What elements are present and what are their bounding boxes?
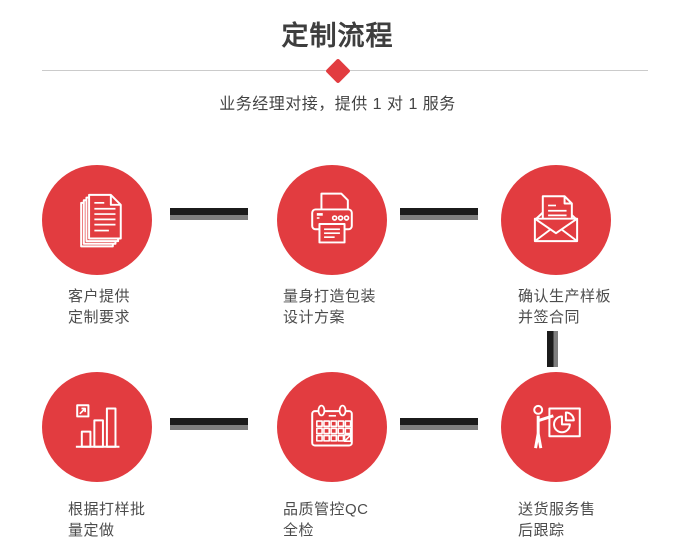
step-label-line: 送货服务售	[518, 501, 596, 518]
documents-icon	[80, 193, 122, 248]
connector-bar	[400, 208, 478, 220]
subtitle: 业务经理对接，提供 1 对 1 服务	[219, 96, 456, 113]
page-title: 定制流程	[281, 21, 394, 51]
connector-bar	[170, 418, 248, 430]
connector-bar-vertical	[547, 331, 558, 367]
step-2-circle	[277, 165, 387, 275]
step-5-label: 品质管控QC 全检	[283, 499, 369, 541]
step-label-line: 量身打造包装	[283, 288, 377, 305]
step-4-label: 根据打样批 量定做	[68, 499, 146, 541]
step-label-line: 根据打样批	[68, 501, 146, 518]
step-label-line: 并签合同	[518, 309, 581, 326]
step-3-label: 确认生产样板 并签合同	[518, 286, 611, 328]
connector-bar	[400, 418, 478, 430]
step-label-line: 确认生产样板	[518, 288, 612, 305]
step-label-line: 设计方案	[283, 309, 346, 326]
step-6-label: 送货服务售 后跟踪	[518, 499, 596, 541]
step-label-line: 客户提供	[68, 288, 131, 305]
step-2-label: 量身打造包装 设计方案	[283, 286, 376, 328]
step-label-line: 全检	[283, 522, 315, 539]
step-4-circle	[42, 372, 152, 482]
step-label-line: 后跟踪	[518, 522, 565, 539]
step-label-line: 品质管控QC	[283, 501, 369, 518]
bar-chart-growth-icon	[75, 404, 120, 448]
step-5-circle	[277, 372, 387, 482]
step-1-circle	[42, 165, 152, 275]
step-6-circle	[501, 372, 611, 482]
printer-icon	[311, 192, 353, 244]
presentation-pie-icon	[533, 404, 581, 449]
step-3-circle	[501, 165, 611, 275]
step-label-line: 量定做	[68, 522, 115, 539]
connector-bar	[170, 208, 248, 220]
envelope-letter-icon	[533, 195, 579, 243]
diamond-icon	[325, 58, 351, 84]
step-label-line: 定制要求	[68, 309, 131, 326]
calendar-icon	[311, 404, 353, 447]
step-1-label: 客户提供 定制要求	[68, 286, 130, 328]
